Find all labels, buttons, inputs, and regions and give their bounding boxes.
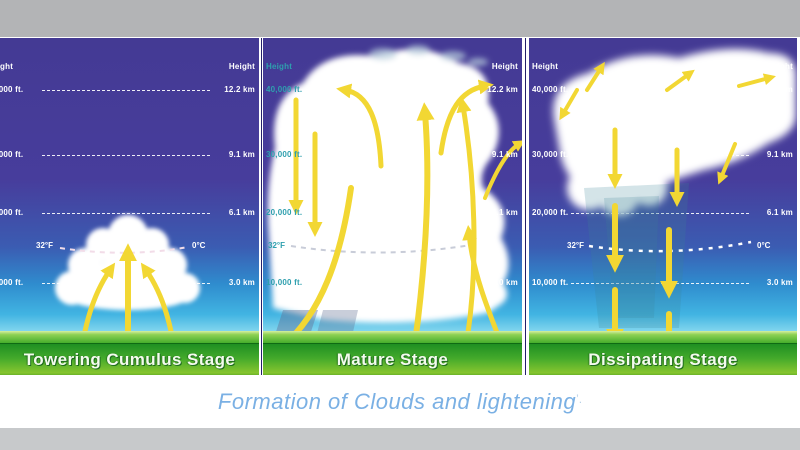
- ground-grass: [529, 331, 797, 343]
- height-header-right: Height: [491, 62, 518, 71]
- caption-mark: ’.: [576, 392, 583, 406]
- freezing-label-f: 32°F: [36, 241, 53, 250]
- anvil-outflow-arrow: [438, 79, 494, 156]
- km-label: 6.1 km: [491, 208, 518, 217]
- height-gridline: 20,000 ft. 6.1 km: [0, 208, 259, 218]
- km-label: 6.1 km: [228, 208, 255, 217]
- freezing-label-f: 32°F: [567, 241, 584, 250]
- stage-label: Dissipating Stage: [588, 350, 738, 369]
- stage-label: Towering Cumulus Stage: [23, 350, 236, 369]
- ft-label: 20,000 ft.: [0, 208, 24, 217]
- km-label: 12.2 km: [487, 85, 518, 94]
- stage-label: Mature Stage: [336, 350, 449, 369]
- outflow-arrow: [559, 88, 579, 121]
- gridline: [42, 155, 211, 156]
- caption-text: Formation of Clouds and lightening: [217, 389, 577, 414]
- anvil-outflow-arrow: [336, 83, 384, 169]
- freezing-label-f: 32°F: [268, 241, 285, 250]
- panel-mature: Height Height 40,000 ft. 12.2 km 30,000 …: [263, 38, 522, 375]
- height-header-left: Height: [0, 62, 14, 71]
- height-header-right: Height: [228, 62, 255, 71]
- ft-label: 20,000 ft.: [266, 208, 303, 217]
- panel-divider: [525, 38, 526, 375]
- height-header-right: Height: [766, 62, 793, 71]
- top-gray-bar: [0, 0, 800, 37]
- diagram-area: Height Height 40,000 ft. 12.2 km 30,000 …: [0, 38, 797, 375]
- stage-bar: Mature Stage: [263, 343, 522, 375]
- freezing-level-line: [290, 243, 478, 254]
- height-gridline: 30,000 ft. 9.1 km: [0, 150, 259, 160]
- km-label: 3.0 km: [228, 278, 255, 287]
- panel-divider: [261, 38, 262, 375]
- outflow-arrow: [665, 69, 695, 92]
- km-label: 9.1 km: [766, 150, 793, 159]
- freezing-label-c: 0°C: [192, 241, 206, 250]
- ft-label: 40,000 ft.: [532, 85, 569, 94]
- ft-label: 20,000 ft.: [532, 208, 569, 217]
- rain-shaft: [584, 183, 689, 328]
- gridline: [42, 213, 211, 214]
- ground-grass: [263, 331, 522, 343]
- stage-bar: Towering Cumulus Stage: [0, 343, 259, 375]
- bottom-gray-bar: [0, 428, 800, 450]
- updraft-arrow: [456, 97, 477, 336]
- height-header-left: Height: [266, 62, 293, 71]
- panel-towering-cumulus: Height Height 40,000 ft. 12.2 km 30,000 …: [0, 38, 259, 375]
- gridline: [571, 213, 749, 214]
- km-label: 9.1 km: [228, 150, 255, 159]
- gridline: [42, 90, 211, 91]
- outflow-arrow: [737, 73, 776, 88]
- km-label: 9.1 km: [491, 150, 518, 159]
- ft-label: 10,000 ft.: [532, 278, 569, 287]
- panel3-graphics: [553, 49, 797, 349]
- outflow-arrow: [585, 61, 605, 92]
- km-label: 6.1 km: [766, 208, 793, 217]
- ft-label: 30,000 ft.: [266, 150, 303, 159]
- diagram-caption: Formation of Clouds and lightening’.: [0, 389, 800, 415]
- stage-bar: Dissipating Stage: [529, 343, 797, 375]
- ft-label: 40,000 ft.: [266, 85, 303, 94]
- freezing-label-c: 0°C: [481, 241, 495, 250]
- km-label: 12.2 km: [224, 85, 255, 94]
- panel-dissipating: Height Height 40,000 ft. 12.2 km 30,000 …: [529, 38, 797, 375]
- km-label: 3.0 km: [766, 278, 793, 287]
- ground-grass: [0, 331, 259, 343]
- ft-label: 30,000 ft.: [0, 150, 24, 159]
- ft-label: 10,000 ft.: [266, 278, 303, 287]
- height-gridline: 20,000 ft. 6.1 km: [529, 208, 797, 218]
- downdraft-arrow: [717, 142, 737, 185]
- km-label: 12.2 km: [762, 85, 793, 94]
- ft-label: 30,000 ft.: [532, 150, 569, 159]
- height-header-left: Height: [532, 62, 559, 71]
- freezing-level-line: [59, 246, 189, 254]
- height-gridline: 40,000 ft. 12.2 km: [0, 85, 259, 95]
- ft-label: 10,000 ft.: [0, 278, 24, 287]
- updraft-arrow: [412, 102, 435, 346]
- anvil-outflow-arrow: [483, 140, 522, 200]
- km-label: 3.0 km: [491, 278, 518, 287]
- panel1-graphics: [55, 215, 200, 365]
- freezing-label-c: 0°C: [757, 241, 771, 250]
- ft-label: 40,000 ft.: [0, 85, 24, 94]
